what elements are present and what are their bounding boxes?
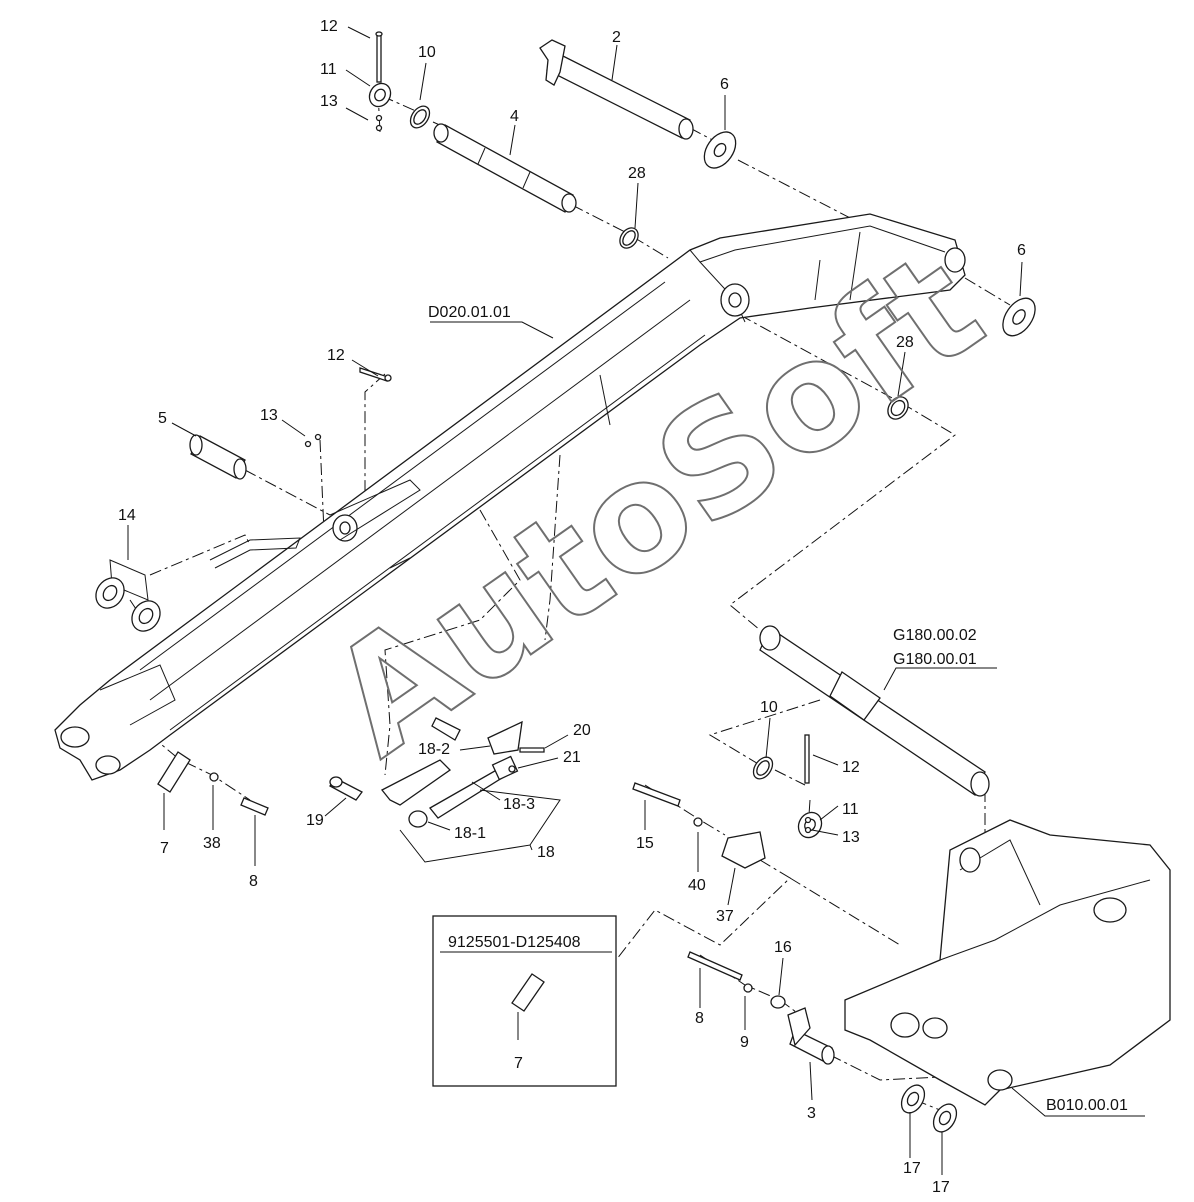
- frame-reference-label: B010.00.01: [1046, 1097, 1128, 1114]
- callout-label: 18-2: [418, 741, 450, 758]
- callout-label: 16: [774, 939, 792, 956]
- callout-label: 8: [695, 1010, 704, 1027]
- cylinder-reference-label-a: G180.00.02: [893, 627, 977, 644]
- reference-labels: D020.01.01 G180.00.02 G180.00.01 B010.00…: [428, 304, 1128, 1114]
- callout-label: 18: [537, 844, 555, 861]
- washer-6-upper: [703, 131, 737, 169]
- callout-label: 17: [903, 1160, 921, 1177]
- callout-label: 13: [842, 829, 860, 846]
- base-frame: [844, 819, 1171, 1106]
- callout-label: 12: [327, 347, 345, 364]
- callout-label: 21: [563, 749, 581, 766]
- callout-label: 13: [260, 407, 278, 424]
- ring-28-upper: [619, 227, 639, 249]
- callout-label: 18-1: [454, 825, 486, 842]
- callout-label: 12: [842, 759, 860, 776]
- callout-label: 9: [740, 1034, 749, 1051]
- callout-label: 19: [306, 812, 324, 829]
- leader-lines: [127, 26, 1145, 1175]
- callout-label: 7: [160, 840, 169, 857]
- ring-28-right: [887, 396, 909, 420]
- callout-label: 18-3: [503, 796, 535, 813]
- bolt-15-washer-40-plate-37: [632, 782, 766, 869]
- callout-label: 2: [612, 29, 621, 46]
- callout-label: 11: [320, 61, 337, 78]
- linkage-18: [329, 717, 545, 828]
- callout-label: 3: [807, 1105, 816, 1122]
- bolt-12-left: [304, 367, 392, 448]
- inset-box: [432, 915, 617, 1087]
- callout-label: 13: [320, 93, 338, 110]
- serial-range-label: 9125501-D125408: [448, 934, 581, 951]
- ring-10-lower: [752, 756, 774, 780]
- pin-3-bolt-8-nut-9-washer-16: [687, 951, 835, 1065]
- callout-numbers: 12 11 13 10 2 6 4 28 6 28 12 13 5 14 7 3…: [118, 18, 1026, 1196]
- callout-label: 10: [418, 44, 436, 61]
- bolt-nut-11-12-13-lower: [797, 734, 823, 839]
- callout-label: 17: [932, 1179, 950, 1196]
- ring-10-upper: [409, 105, 431, 129]
- pin-2: [539, 39, 694, 140]
- cylinder-reference-label-b: G180.00.01: [893, 651, 977, 668]
- pin-4: [433, 123, 577, 213]
- washer-14: [95, 559, 161, 632]
- boom-assembly: [54, 213, 966, 781]
- washer-6-right: [1002, 297, 1036, 337]
- callout-label: 15: [636, 835, 654, 852]
- plate-7-bolt-8-washer-38: [157, 751, 269, 816]
- callout-label: 4: [510, 108, 519, 125]
- callout-label: 6: [720, 76, 729, 93]
- callout-label: 28: [628, 165, 646, 182]
- callout-label: 6: [1017, 242, 1026, 259]
- callout-label: 11: [842, 801, 859, 818]
- callout-label: 5: [158, 410, 167, 427]
- callout-label: 20: [573, 722, 591, 739]
- pin-5: [189, 434, 247, 480]
- bolt-nut-11-12-13-upper: [368, 31, 392, 132]
- callout-label: 10: [760, 699, 778, 716]
- callout-label: 7: [514, 1055, 523, 1072]
- callout-label: 8: [249, 873, 258, 890]
- cylinder-assembly: [759, 625, 990, 797]
- callout-label: 38: [203, 835, 221, 852]
- callout-label: 12: [320, 18, 338, 35]
- washers-17: [900, 1084, 958, 1133]
- callout-label: 14: [118, 507, 136, 524]
- callout-label: 37: [716, 908, 734, 925]
- callout-label: 28: [896, 334, 914, 351]
- callout-label: 40: [688, 877, 706, 894]
- boom-reference-label: D020.01.01: [428, 304, 511, 321]
